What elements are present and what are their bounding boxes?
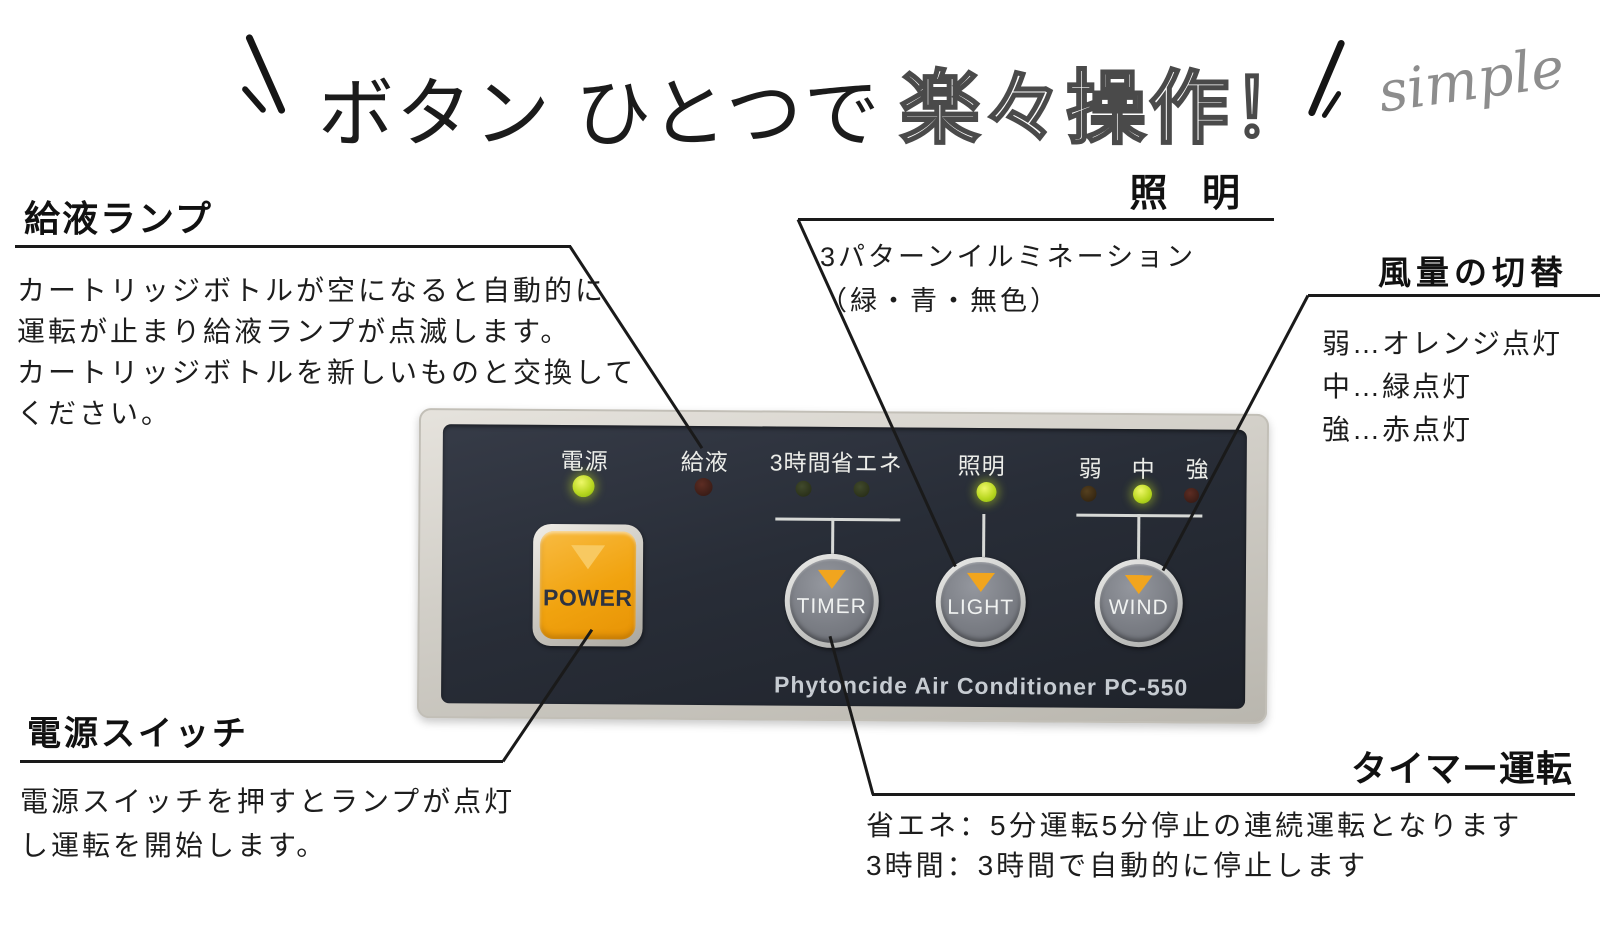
- light-button[interactable]: LIGHT: [935, 556, 1027, 648]
- power-led: [572, 475, 595, 498]
- wind-weak-led: [1080, 485, 1097, 502]
- eco-led: [853, 481, 870, 498]
- triangle-down-icon: [817, 569, 846, 590]
- timer-button-face: TIMER: [789, 558, 875, 644]
- wind-button-face: WIND: [1099, 563, 1179, 643]
- title-deco-stroke-right-short: [1320, 90, 1343, 119]
- callout-heading-timer: タイマー運転: [1350, 748, 1573, 789]
- callout-body-power-switch: 電源スイッチを押すとランプが点灯 し運転を開始します。: [20, 786, 516, 861]
- callout-underline-light: [798, 218, 1274, 221]
- timer-button[interactable]: TIMER: [784, 553, 880, 649]
- control-panel: 電源 給液 3時間 省エネ 照明 弱 中 強 POWER: [416, 408, 1270, 724]
- 3hour-led: [795, 480, 812, 497]
- wind-button[interactable]: WIND: [1094, 558, 1184, 648]
- title-deco-stroke-left-short: [240, 85, 268, 114]
- wind-button-label: WIND: [1108, 596, 1169, 620]
- supply-led: [694, 477, 713, 497]
- page-title-highlight: 楽々操作！: [899, 63, 1315, 155]
- callout-underline-power: [20, 760, 503, 763]
- power-button-label: POWER: [542, 584, 633, 611]
- light-button-face: LIGHT: [940, 561, 1022, 643]
- callout-heading-light: 照 明: [1129, 173, 1252, 215]
- indicator-label-power: 電源: [560, 448, 609, 475]
- triangle-down-icon: [966, 572, 995, 593]
- title-script-word: simple: [1374, 35, 1569, 126]
- timer-button-label: TIMER: [796, 594, 867, 619]
- callout-heading-power-switch: 電源スイッチ: [27, 715, 249, 753]
- indicator-label-supply: 給液: [680, 448, 729, 476]
- callout-body-wind: 弱…オレンジ点灯 中…緑点灯 強…赤点灯: [1322, 328, 1563, 445]
- callout-underline-timer: [872, 793, 1575, 796]
- title-deco-stroke-left-long: [244, 33, 287, 115]
- triangle-down-icon: [1124, 574, 1153, 595]
- power-button[interactable]: POWER: [532, 523, 644, 647]
- callout-underline-supply: [15, 245, 571, 248]
- triangle-down-icon: [570, 545, 606, 570]
- indicator-label-eco: 省エネ: [830, 449, 903, 477]
- callout-body-light: 3パターンイルミネーション （緑・青・無色）: [820, 242, 1197, 316]
- wind-medium-led: [1132, 484, 1153, 504]
- light-button-label: LIGHT: [947, 595, 1015, 619]
- callout-underline-wind: [1308, 294, 1600, 297]
- light-tick-vertical: [982, 513, 986, 557]
- illumination-led: [976, 481, 997, 503]
- timer-tick-vertical: [831, 517, 835, 554]
- indicator-label-medium: 中: [1131, 456, 1156, 483]
- callout-heading-wind: 風量の切替: [1378, 254, 1568, 291]
- indicator-label-3hour: 3時間: [769, 449, 832, 476]
- model-name-text: Phytoncide Air Conditioner PC-550: [773, 671, 1189, 701]
- wind-tick-vertical: [1137, 514, 1141, 560]
- indicator-label-strong: 強: [1185, 456, 1210, 483]
- indicator-label-weak: 弱: [1078, 455, 1103, 482]
- power-button-face: POWER: [539, 530, 637, 640]
- indicator-label-illumination: 照明: [957, 452, 1006, 480]
- callout-heading-supply-lamp: 給液ランプ: [24, 198, 213, 239]
- callout-body-timer: 省エネ：5分運転5分停止の連続運転となります 3時間：3時間で自動的に停止します: [866, 810, 1523, 881]
- page-title: ボタン ひとつで: [318, 72, 882, 157]
- callout-body-supply-lamp: カートリッジボトルが空になると自動的に 運転が止まり給液ランプが点滅します。 カ…: [17, 275, 637, 429]
